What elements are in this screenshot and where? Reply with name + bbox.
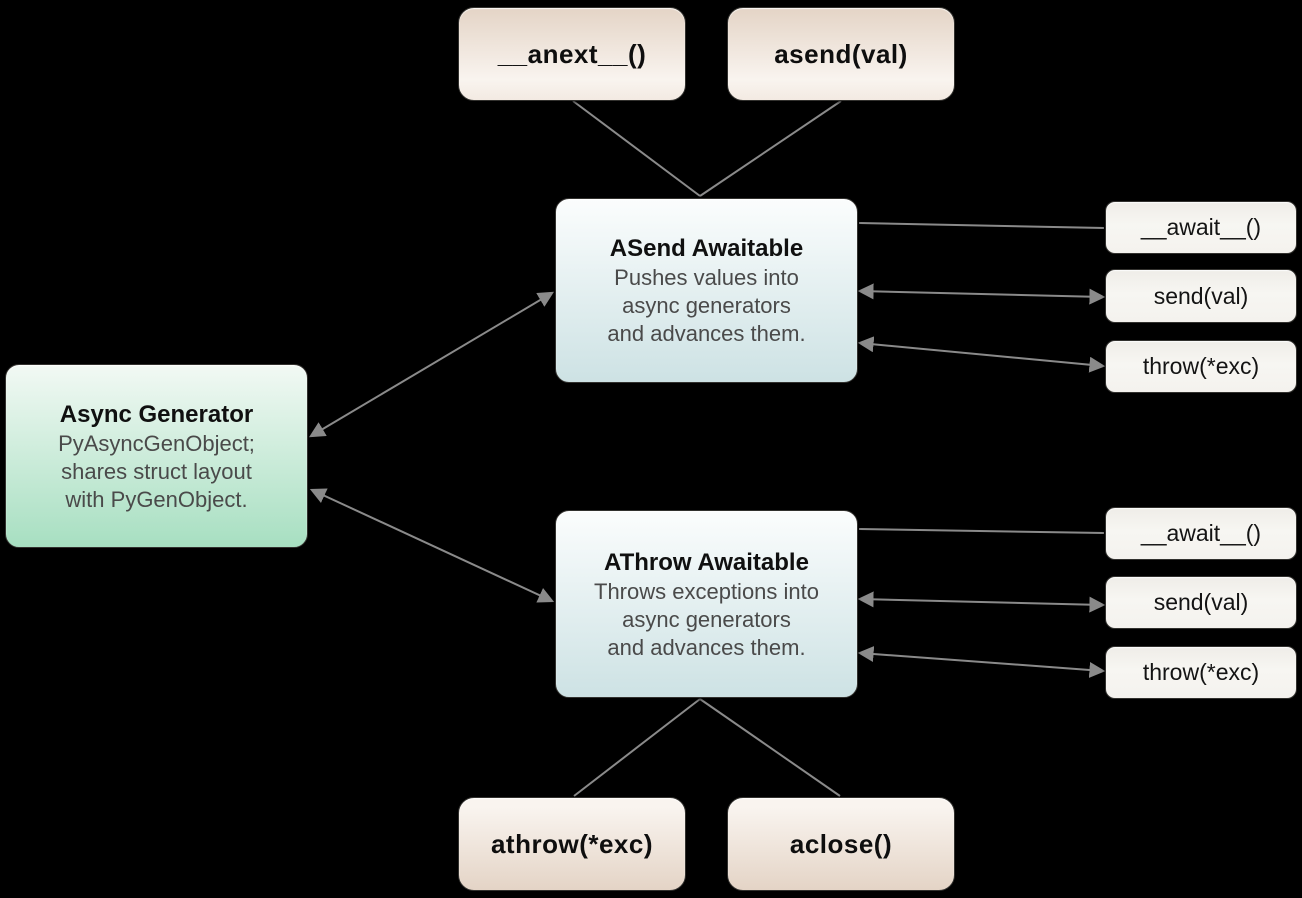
async-generator-description: PyAsyncGenObject; shares struct layout w… xyxy=(58,430,255,514)
desc-line: PyAsyncGenObject; xyxy=(58,430,255,456)
edge-athrow-awaitable-throw xyxy=(857,646,1106,678)
edge-anext-to-asend-awaitable xyxy=(572,100,701,197)
edge-athrow-awaitable-to-aclose xyxy=(699,698,841,797)
desc-line: async generators xyxy=(622,293,791,318)
node-asend-awaitable: ASend Awaitable Pushes values into async… xyxy=(555,198,858,383)
athrow-awaitable-description: Throws exceptions into async generators … xyxy=(594,578,819,662)
method-label: throw(*exc) xyxy=(1142,659,1260,685)
method-label: send(val) xyxy=(1153,589,1249,615)
method-label: throw(*exc) xyxy=(1142,353,1260,379)
node-athrow-throw-method: throw(*exc) xyxy=(1105,646,1297,699)
node-athrow-await-method: __await__() xyxy=(1105,507,1297,560)
edge-athrow-awaitable-to-athrowexc xyxy=(573,698,701,797)
node-athrow-send-method: send(val) xyxy=(1105,576,1297,629)
desc-line: Throws exceptions into xyxy=(594,578,819,604)
node-asend-throw-method: throw(*exc) xyxy=(1105,340,1297,393)
node-athrow-awaitable: AThrow Awaitable Throws exceptions into … xyxy=(555,510,858,698)
method-label: __await__() xyxy=(1140,214,1262,240)
desc-line: Pushes values into xyxy=(614,265,799,290)
node-athrow-label: athrow(*exc) xyxy=(490,828,654,859)
desc-line: async generators xyxy=(622,606,791,632)
desc-line: shares struct layout xyxy=(61,458,252,484)
node-aclose: aclose() xyxy=(727,797,955,891)
edge-athrow-awaitable-send xyxy=(857,591,1106,613)
node-asend-label: asend(val) xyxy=(774,38,908,69)
node-anext-label: __anext__() xyxy=(497,38,647,69)
method-label: send(val) xyxy=(1153,282,1249,309)
edge-asyncgen-asend-awaitable xyxy=(308,291,555,438)
node-asend: asend(val) xyxy=(727,7,955,101)
desc-line: and advances them. xyxy=(607,321,806,346)
edge-asendval-to-asend-awaitable xyxy=(699,100,842,197)
edge-asend-awaitable-await xyxy=(858,222,1105,229)
node-athrow-pill: athrow(*exc) xyxy=(458,797,686,891)
node-async-generator: Async Generator PyAsyncGenObject; shares… xyxy=(5,364,308,548)
method-label: __await__() xyxy=(1140,520,1262,546)
edge-athrow-awaitable-await xyxy=(858,528,1105,534)
athrow-awaitable-title: AThrow Awaitable xyxy=(604,548,809,576)
async-generator-title: Async Generator xyxy=(59,400,254,428)
node-asend-await-method: __await__() xyxy=(1105,201,1297,254)
edge-asend-awaitable-throw xyxy=(857,336,1106,373)
desc-line: and advances them. xyxy=(607,634,806,660)
node-aclose-label: aclose() xyxy=(789,828,893,859)
asend-awaitable-title: ASend Awaitable xyxy=(609,235,804,262)
node-asend-send-method: send(val) xyxy=(1105,269,1297,323)
node-anext: __anext__() xyxy=(458,7,686,101)
edge-asend-awaitable-send xyxy=(857,283,1106,305)
desc-line: with PyGenObject. xyxy=(65,486,248,512)
edge-asyncgen-athrow-awaitable xyxy=(309,488,555,603)
asend-awaitable-description: Pushes values into async generators and … xyxy=(607,264,805,348)
